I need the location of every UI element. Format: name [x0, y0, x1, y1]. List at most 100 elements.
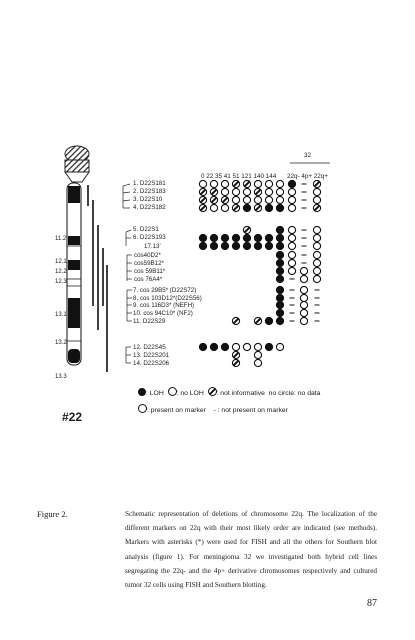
result-circle: [198, 342, 208, 352]
marker-label: 12. D22S45: [133, 344, 166, 351]
result-circle: [253, 241, 263, 251]
result-circle: [231, 342, 241, 352]
result-circle: [299, 293, 309, 303]
result-circle: [220, 179, 230, 189]
presence-marks: [287, 179, 322, 326]
marker-label: 13. D22S201: [133, 352, 170, 359]
result-circle: [264, 179, 274, 189]
result-circle: [275, 179, 285, 189]
result-circle-slash: [254, 204, 262, 212]
legend-not-informative: : not informative: [216, 390, 265, 397]
result-circle-slash: [199, 188, 207, 196]
result-circle: [275, 187, 285, 197]
result-circle: [209, 179, 219, 189]
legend-loh: : LOH: [146, 390, 164, 397]
marker-label: 9. cos 116D3* (NEFH): [133, 302, 195, 309]
result-circle: [275, 300, 285, 310]
marker-label: cos 59B11*: [134, 268, 166, 275]
result-circles: [198, 179, 285, 368]
legend-present: : present on marker: [147, 407, 206, 414]
result-circle: [312, 233, 322, 243]
result-circle: [198, 241, 208, 251]
result-circle-slash: [243, 226, 251, 234]
case-32-subheaders: 22q- 4p+ 22q+: [287, 173, 328, 180]
result-circle: [220, 187, 230, 197]
chromosome-label: #22: [62, 410, 83, 424]
result-circle: [287, 203, 297, 213]
marker-label: cos 76A4*: [134, 276, 163, 283]
result-circle: [220, 342, 230, 352]
result-circle: [299, 308, 309, 318]
result-circle: [312, 225, 322, 235]
result-circle: [275, 285, 285, 295]
result-circle: [264, 316, 274, 326]
result-circle: [287, 266, 297, 276]
result-circle: [242, 342, 252, 352]
marker-label: 3. D22S10: [133, 196, 163, 203]
result-circle: [312, 241, 322, 251]
marker-label: 6. D22S193: [133, 234, 166, 241]
result-circle: [287, 233, 297, 243]
result-circle: [231, 195, 241, 205]
result-circle: [312, 258, 322, 268]
legend-not-present: - : not present on marker: [213, 407, 288, 414]
result-circle: [209, 233, 219, 243]
chromosome-p-arm: [64, 145, 90, 183]
marker-label: 14. D22S206: [133, 360, 170, 367]
result-circle: [275, 203, 285, 213]
result-circle: [287, 250, 297, 260]
marker-label: 7. cos 29B5* (D22S72): [133, 287, 197, 294]
result-circle-slash: [210, 196, 218, 204]
band-label: 13.1: [55, 312, 67, 318]
result-circle: [287, 241, 297, 251]
result-circle: [253, 195, 263, 205]
result-circle: [275, 258, 285, 268]
result-circle: [312, 187, 322, 197]
deletion-bars: [87, 185, 108, 372]
result-circle: [242, 241, 252, 251]
result-circle: [231, 187, 241, 197]
result-circle: [275, 225, 285, 235]
case-numbers: 0 22 35 41 51 121 140 144: [201, 173, 277, 180]
result-circle: [198, 233, 208, 243]
result-circle: [299, 316, 309, 326]
result-circle-slash: [232, 204, 240, 212]
result-circle: [220, 233, 230, 243]
result-circle: [264, 342, 274, 352]
legend-row-1: : LOH : no LOH : not informative no circ…: [138, 387, 320, 397]
result-circle: [264, 195, 274, 205]
result-circle: [264, 241, 274, 251]
result-circle: [253, 342, 263, 352]
result-circle: [287, 225, 297, 235]
result-circle: [287, 179, 297, 189]
result-circle-slash: [232, 351, 240, 359]
result-circle: [209, 203, 219, 213]
marker-connectors: [122, 183, 132, 364]
result-circle: [312, 274, 322, 284]
marker-label: 1. D22S181: [133, 180, 166, 187]
marker-label: cos59B12*: [134, 260, 164, 267]
result-circle: [264, 233, 274, 243]
not-informative-symbol-icon: [207, 387, 217, 396]
present-symbol-icon: [138, 404, 147, 413]
result-circle: [209, 241, 219, 251]
result-circle-slash: [313, 180, 321, 188]
result-circle: [275, 316, 285, 326]
band-label: 11.2: [55, 236, 67, 242]
result-circle: [312, 195, 322, 205]
marker-label: 10. cos 94C10* (NF2): [133, 310, 193, 317]
result-circle: [242, 233, 252, 243]
result-circle: [242, 203, 252, 213]
result-circle-slash: [199, 204, 207, 212]
legend-no-circle: no circle: no data: [268, 390, 321, 397]
marker-label: 8. cos 103D12*(D22S56): [133, 295, 202, 302]
result-circle: [299, 285, 309, 295]
result-circle: [264, 187, 274, 197]
result-circle: [231, 241, 241, 251]
figure-caption: Schematic representation of deletions of…: [125, 510, 377, 590]
band-label: 12.3: [55, 279, 67, 285]
result-circle-slash: [199, 196, 207, 204]
marker-label: 4. D22S182: [133, 204, 166, 211]
result-circle: [275, 274, 285, 284]
